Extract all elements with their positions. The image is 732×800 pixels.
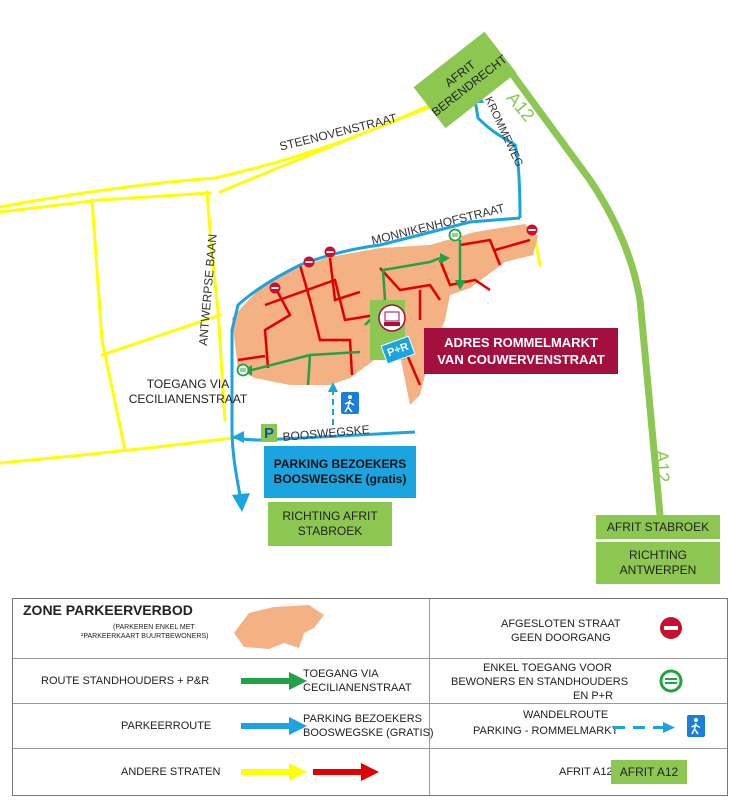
- richting-afrit-line-2: STABROEK: [297, 524, 363, 538]
- legend-zone-sub-1: (PARKEREN ENKEL MET: [113, 624, 195, 631]
- arrow-green-1: [440, 253, 450, 264]
- adres-line-1: ADRES ROMMELMARKT: [444, 335, 598, 350]
- arrow-booswegske: [232, 431, 244, 443]
- legend-enkel-2: BEWONERS EN STANDHOUDERS: [451, 676, 629, 688]
- arrow-green-2: [455, 280, 466, 290]
- parking-box-line-2: BOOSWEGSKE (gratis): [273, 472, 407, 486]
- yellow-arrow-icon: [241, 763, 307, 781]
- road-west-lower: [0, 436, 234, 465]
- toegang-line-1: TOEGANG VIA: [146, 377, 230, 391]
- green-arrow-icon: [241, 672, 307, 690]
- map-canvas: [0, 72, 664, 516]
- parking-box-line-1: PARKING BEZOEKERS: [273, 457, 407, 471]
- no-entry-icon: [660, 617, 682, 639]
- legend-zone-title: ZONE PARKEERVERBOD: [23, 602, 193, 618]
- no-entry-signs: [269, 224, 538, 294]
- rommelmarkt-logo: [378, 304, 406, 332]
- legend-afrit-a12-label: AFRIT A12: [559, 766, 613, 778]
- walking-person-icon: [341, 392, 359, 414]
- arrow-south: [232, 493, 250, 512]
- legend-row-andere: ANDERE STRATEN AFRIT A12 AFRIT A12: [13, 749, 727, 794]
- red-arrow-icon: [313, 763, 379, 781]
- adres-line-2: VAN COUWERVENSTRAAT: [437, 352, 605, 367]
- parking-bezoekers-box: PARKING BEZOEKERS BOOSWEGSKE (gratis): [264, 446, 416, 498]
- legend-afrit-a12-box: AFRIT A12: [611, 760, 687, 784]
- blue-arrow-icon: [241, 717, 307, 735]
- richting-antwerpen-line-1: RICHTING: [629, 548, 687, 562]
- road-west-upper: [0, 191, 212, 214]
- legend-afgesloten-1: AFGESLOTEN STRAAT: [501, 618, 621, 630]
- residents-only-icon: [659, 669, 683, 693]
- legend-parking-1: PARKING BEZOEKERS: [303, 713, 422, 725]
- legend-andere-straten: ANDERE STRATEN: [121, 766, 221, 778]
- residents-only-signs: [236, 228, 462, 377]
- legend-wandel-1: WANDELROUTE: [523, 709, 609, 721]
- legend-wandel-2: PARKING - ROMMELMARKT: [473, 725, 619, 737]
- standhouders-route: [251, 240, 462, 386]
- legend-afgesloten-2: GEEN DOORGANG: [511, 632, 611, 644]
- legend: ZONE PARKEERVERBOD (PARKEREN ENKEL MET ²…: [12, 598, 728, 796]
- parking-p-text: P: [263, 424, 274, 442]
- legend-row-zone: ZONE PARKEERVERBOD (PARKEREN ENKEL MET ²…: [13, 599, 727, 659]
- road-north-link: [218, 105, 432, 194]
- legend-divider: [429, 599, 430, 795]
- afrit-stabroek-box: AFRIT STABROEK: [596, 515, 720, 539]
- legend-row-standhouders: ROUTE STANDHOUDERS + P&R TOEGANG VIA CEC…: [13, 659, 727, 704]
- toegang-line-2: CECILIANENSTRAAT: [128, 392, 248, 406]
- legend-row-parkeerroute: PARKEERROUTE PARKING BEZOEKERS BOOSWEGSK…: [13, 704, 727, 749]
- richting-antwerpen-line-2: ANTWERPEN: [619, 563, 697, 577]
- road-west-cross: [100, 313, 222, 357]
- adres-rommelmarkt-box: ADRES ROMMELMARKT VAN COUWERVENSTRAAT: [424, 328, 618, 374]
- richting-afrit-line-1: RICHTING AFRIT: [282, 509, 378, 523]
- legend-toegang-2: CECILIANENSTRAAT: [303, 682, 412, 694]
- richting-afrit-stabroek-box: RICHTING AFRIT STABROEK: [268, 502, 392, 546]
- legend-enkel-3: EN P+R: [573, 690, 614, 702]
- legend-route-standhouders: ROUTE STANDHOUDERS + P&R: [41, 675, 210, 687]
- legend-zone-sub-2: ²PARKEERKAART BUURTBEWONERS): [81, 633, 209, 640]
- label-a12-right: A12: [652, 450, 674, 483]
- legend-parkeerroute: PARKEERROUTE: [121, 720, 212, 732]
- afrit-stabroek-text: AFRIT STABROEK: [606, 519, 710, 534]
- road-a12: [510, 72, 664, 516]
- walking-arrow: [328, 382, 338, 392]
- parking-p-icon: P: [261, 424, 277, 442]
- road-antwerpse-baan: [205, 190, 227, 422]
- yellow-streets: [0, 103, 542, 465]
- legend-afrit-a12-text: AFRIT A12: [619, 764, 679, 779]
- legend-toegang-1: TOEGANG VIA: [303, 668, 379, 680]
- label-toegang-via: TOEGANG VIA CECILIANENSTRAAT: [129, 376, 247, 408]
- road-west-vertical-1: [90, 198, 127, 452]
- dashed-arrow-icon: [613, 722, 675, 733]
- legend-zone-swatch: [234, 605, 324, 649]
- walking-person-legend-icon: [687, 715, 705, 737]
- richting-antwerpen-box: RICHTING ANTWERPEN: [596, 542, 720, 584]
- legend-enkel-1: ENKEL TOEGANG VOOR: [483, 662, 612, 674]
- legend-parking-2: BOOSWEGSKE (GRATIS): [303, 727, 434, 739]
